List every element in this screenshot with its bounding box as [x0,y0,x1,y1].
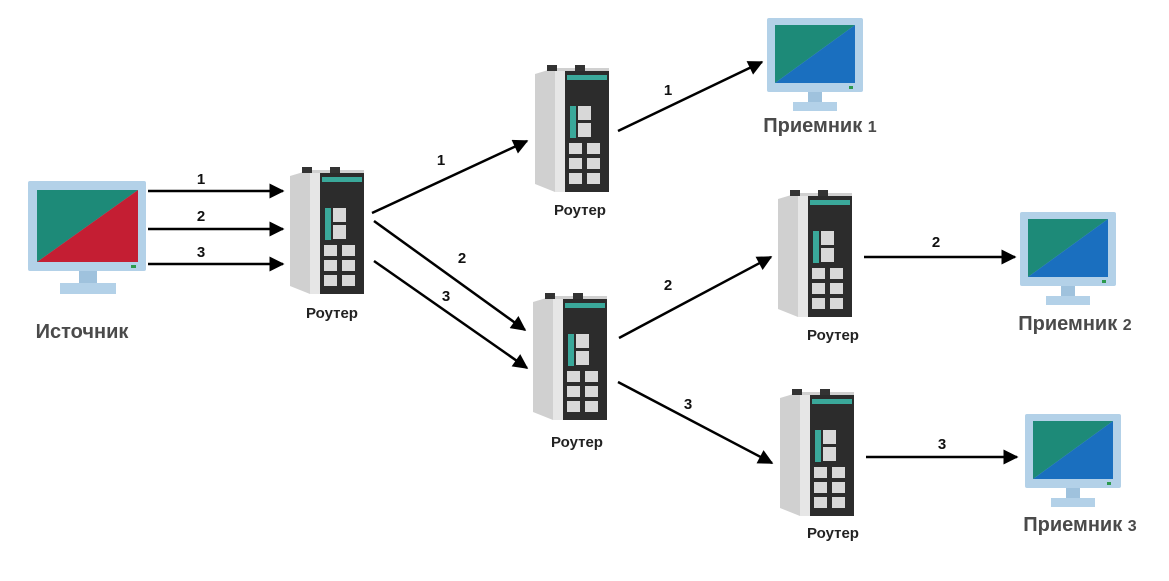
arrow-r1-to-r3-b [373,259,529,370]
edge-label-src-3: 3 [197,244,205,261]
router-1-label: Роутер [306,305,358,322]
router-3-icon [533,293,607,420]
source-monitor-icon [28,181,146,294]
arrow-r1-to-r2 [371,139,529,215]
arrow-r3-to-r5 [617,380,774,465]
edge-label-src-1: 1 [197,171,205,188]
edge-label-r3-to-r5: 3 [684,396,692,413]
router-5-label: Роутер [807,525,859,542]
arrow-r1-to-r3-a [373,219,527,332]
router-4-icon [778,190,852,317]
router-2-icon [535,65,609,192]
router-1-icon [290,167,364,294]
arrow-r2-to-p1 [617,60,764,133]
arrow-r3-to-r4 [618,255,773,340]
router-5-icon [780,389,854,516]
router-4-label: Роутер [807,327,859,344]
edge-label-r1-to-r3-b: 3 [442,288,450,305]
receiver-2-monitor-icon [1020,212,1116,305]
edge-label-r1-to-r2: 1 [437,152,445,169]
receiver-1-label: Приемник 1 [763,115,877,137]
edge-label-r1-to-r3-a: 2 [458,250,466,267]
edge-label-r5-to-p3: 3 [938,436,946,453]
receiver-2-label: Приемник 2 [1018,313,1132,335]
receiver-1-monitor-icon [767,18,863,111]
edge-label-r2-to-p1: 1 [664,82,672,99]
edge-label-r3-to-r4: 2 [664,277,672,294]
router-3-label: Роутер [551,434,603,451]
receiver-3-label: Приемник 3 [1023,514,1137,536]
receiver-3-monitor-icon [1025,414,1121,507]
edge-label-r4-to-p2: 2 [932,234,940,251]
source-label: Источник [36,321,130,343]
router-2-label: Роутер [554,202,606,219]
edge-label-src-2: 2 [197,208,205,225]
